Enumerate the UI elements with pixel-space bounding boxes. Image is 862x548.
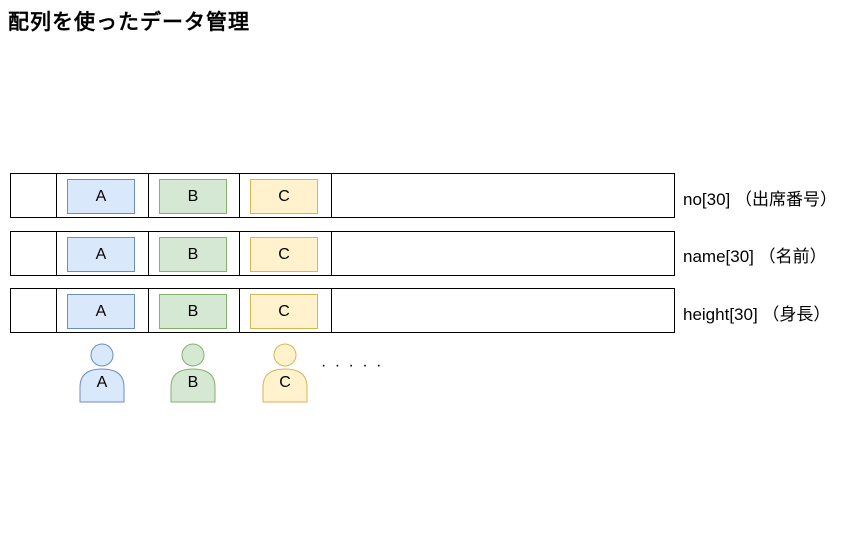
array-divider — [56, 289, 57, 332]
row-label-no: no[30] （出席番号） — [683, 190, 837, 209]
person-icon — [262, 343, 308, 403]
person-letter: C — [279, 374, 291, 391]
array-divider — [239, 289, 240, 332]
page-title: 配列を使ったデータ管理 — [8, 10, 250, 34]
array-row-no: A B C — [10, 173, 675, 218]
array-divider — [56, 174, 57, 217]
array-cell-b: B — [159, 237, 227, 272]
ellipsis: · · · · · — [321, 357, 384, 374]
array-divider — [331, 232, 332, 275]
array-cell-b: B — [159, 179, 227, 214]
array-cell-c: C — [250, 294, 318, 329]
person-letter: B — [187, 374, 199, 391]
person-icon — [170, 343, 216, 403]
array-divider — [331, 174, 332, 217]
array-cell-c: C — [250, 179, 318, 214]
array-cell-a: A — [67, 179, 135, 214]
array-divider — [148, 232, 149, 275]
array-cell-c: C — [250, 237, 318, 272]
row-label-height: height[30] （身長） — [683, 305, 831, 324]
array-divider — [331, 289, 332, 332]
person-b: B — [169, 343, 217, 403]
row-label-name: name[30] （名前） — [683, 247, 827, 266]
person-a: A — [78, 343, 126, 403]
array-divider — [148, 174, 149, 217]
array-cell-b: B — [159, 294, 227, 329]
array-divider — [148, 289, 149, 332]
array-row-height: A B C — [10, 288, 675, 333]
array-divider — [239, 174, 240, 217]
array-row-name: A B C — [10, 231, 675, 276]
array-divider — [239, 232, 240, 275]
array-cell-a: A — [67, 237, 135, 272]
person-icon — [79, 343, 125, 403]
person-c: C — [261, 343, 309, 403]
array-divider — [56, 232, 57, 275]
array-cell-a: A — [67, 294, 135, 329]
person-letter: A — [96, 374, 108, 391]
